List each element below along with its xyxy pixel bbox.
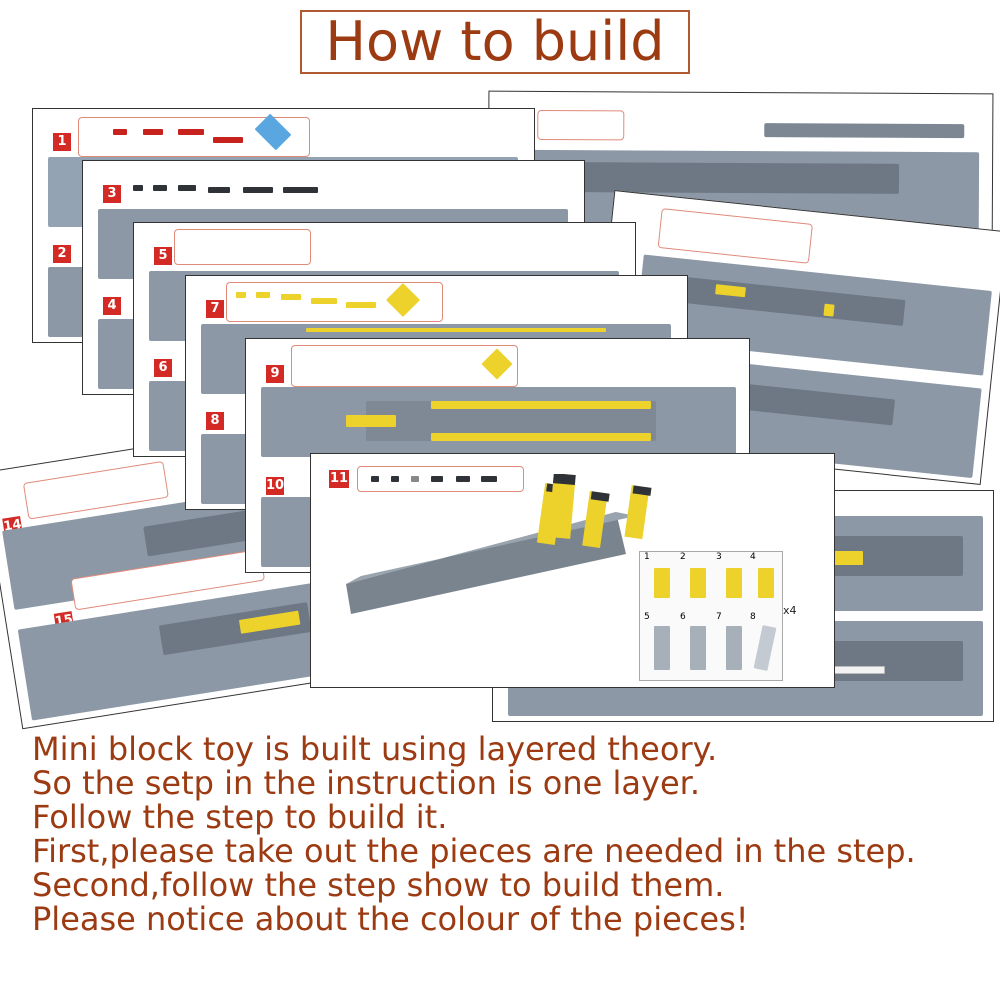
step-badge-1: 1 xyxy=(53,133,71,151)
inset-multiplier: x4 xyxy=(783,604,797,617)
instruction-line-1: Mini block toy is built using layered th… xyxy=(32,730,718,768)
instruction-sheet-step-11: 11 1 2 3 4 5 6 7 8 x4 xyxy=(310,453,835,688)
step-badge-5: 5 xyxy=(154,247,172,265)
instruction-line-2: So the setp in the instruction is one la… xyxy=(32,764,701,802)
step-badge-9: 9 xyxy=(266,365,284,383)
inset-step-2: 2 xyxy=(680,552,686,562)
inset-step-3: 3 xyxy=(716,552,722,562)
step-badge-3: 3 xyxy=(103,185,121,203)
step-badge-10: 10 xyxy=(266,477,285,495)
page-title: How to build xyxy=(325,10,665,73)
inset-step-5: 5 xyxy=(644,612,650,622)
instruction-text: Mini block toy is built using layered th… xyxy=(32,732,992,936)
step-badge-2: 2 xyxy=(53,245,71,263)
instruction-line-6: Please notice about the colour of the pi… xyxy=(32,900,749,938)
inset-step-6: 6 xyxy=(680,612,686,622)
inset-step-4: 4 xyxy=(750,552,756,562)
step-badge-11: 11 xyxy=(329,470,349,488)
title-box: How to build xyxy=(300,10,690,74)
funnel-assembly-inset: 1 2 3 4 5 6 7 8 xyxy=(639,551,783,681)
step-badge-4: 4 xyxy=(103,297,121,315)
inset-step-7: 7 xyxy=(716,612,722,622)
step-badge-7: 7 xyxy=(206,300,224,318)
step-badge-6: 6 xyxy=(154,359,172,377)
instruction-line-4: First,please take out the pieces are nee… xyxy=(32,832,916,870)
inset-step-8: 8 xyxy=(750,612,756,622)
step-badge-8: 8 xyxy=(206,412,224,430)
instruction-line-3: Follow the step to build it. xyxy=(32,798,448,836)
inset-step-1: 1 xyxy=(644,552,650,562)
instruction-line-5: Second,follow the step show to build the… xyxy=(32,866,725,904)
